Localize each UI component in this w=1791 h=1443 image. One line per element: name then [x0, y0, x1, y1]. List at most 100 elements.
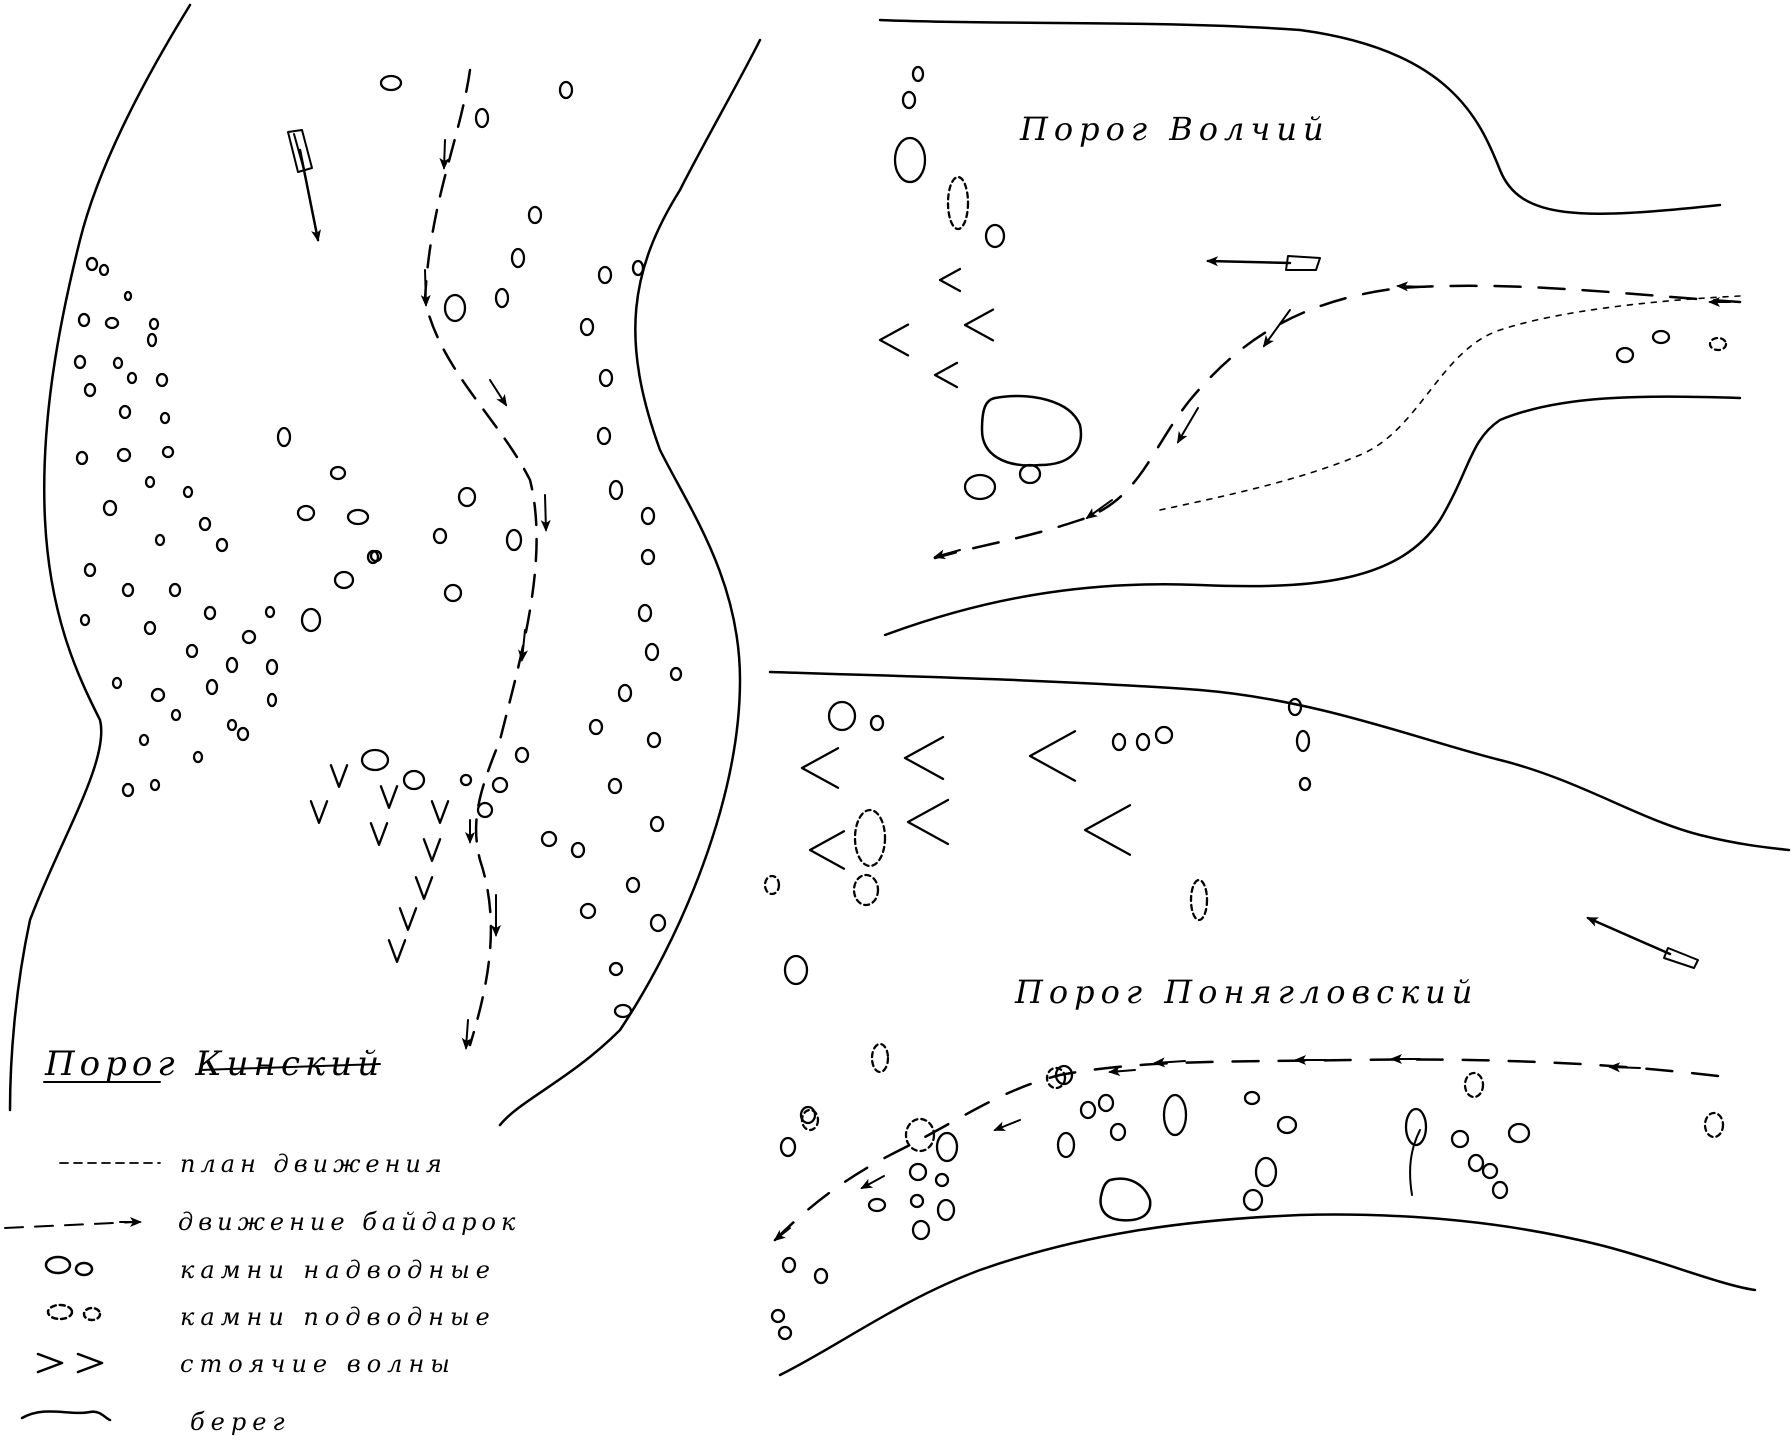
above-water-stone	[77, 312, 91, 328]
underwater-stone	[852, 873, 880, 907]
standing-wave-chevron	[933, 361, 959, 389]
above-water-stone	[770, 1308, 786, 1324]
above-water-stone	[1298, 776, 1312, 792]
above-water-stone	[360, 748, 390, 772]
above-water-stone	[205, 678, 219, 696]
legend-label-shore: берег	[190, 1408, 291, 1436]
above-water-stone	[869, 714, 885, 732]
underwater-stone	[763, 874, 781, 896]
above-water-stone	[963, 473, 997, 501]
above-water-stone	[121, 582, 135, 598]
shoreline-kinsky-left	[8, 3, 192, 1112]
above-water-stone	[1404, 1107, 1428, 1147]
above-water-stone	[203, 605, 217, 621]
kayak-route-ponyalovsky	[773, 1058, 1720, 1242]
above-water-stone	[637, 603, 653, 623]
above-water-stone	[241, 629, 257, 645]
standing-wave-chevron	[369, 822, 389, 846]
above-water-stone	[649, 913, 667, 933]
underwater-stone	[1463, 1071, 1485, 1099]
above-water-stone	[266, 692, 278, 708]
standing-wave-chevron	[379, 785, 399, 809]
above-water-stone	[154, 533, 166, 547]
above-water-stone	[608, 479, 624, 501]
standing-wave-chevron	[906, 798, 950, 846]
above-water-stone	[236, 726, 250, 742]
above-water-stone	[597, 265, 613, 285]
above-water-stone	[226, 718, 238, 732]
above-water-stone	[934, 1172, 950, 1188]
above-water-stone	[491, 776, 509, 794]
above-water-stone	[225, 656, 239, 674]
shoreline-volchiy-top	[878, 18, 1722, 215]
shoreline-kinsky-right	[498, 38, 762, 1127]
standing-waves-kinsky	[309, 764, 450, 963]
above-water-stone	[432, 527, 448, 545]
underwater-stone	[1045, 1066, 1067, 1090]
above-water-stone	[911, 65, 925, 83]
above-water-stone	[1018, 463, 1042, 485]
standing-wave-chevron	[422, 838, 442, 862]
underwater-stone	[800, 1108, 820, 1132]
standing-wave-chevron	[808, 830, 846, 870]
boulder-volchiy	[980, 394, 1083, 467]
above-water-stone	[1097, 1093, 1115, 1113]
wavy-line-icon	[20, 1410, 112, 1422]
above-water-stone	[112, 356, 124, 370]
above-water-stone	[443, 583, 463, 603]
above-water-stone	[779, 1136, 797, 1158]
above-water-stone	[781, 1256, 797, 1274]
above-water-stone	[783, 954, 809, 986]
underwater-stone	[1708, 336, 1728, 352]
above-water-stone	[148, 317, 160, 331]
above-water-stone	[474, 107, 490, 129]
above-water-stone	[149, 778, 161, 792]
above-water-stone	[150, 687, 166, 703]
above-water-stone	[170, 708, 182, 722]
above-water-stone	[73, 354, 87, 370]
kayak-route-volchiy	[933, 284, 1742, 560]
above-water-stone	[607, 777, 623, 795]
plan-route-volchiy	[1159, 295, 1741, 511]
above-water-stone	[296, 504, 316, 522]
standing-wave-chevron	[1028, 730, 1077, 782]
above-water-stone	[83, 562, 97, 578]
current-arrow-kinsky	[287, 129, 321, 242]
above-water-stone	[402, 769, 426, 791]
underwater-stone	[904, 1117, 936, 1153]
stones-kinsky	[73, 74, 683, 1019]
above-water-stone	[143, 620, 157, 636]
above-water-stone	[198, 516, 212, 532]
above-water-stone	[102, 499, 118, 517]
standing-wave-chevron	[329, 764, 349, 788]
above-water-stone	[505, 528, 523, 552]
above-water-stone	[192, 750, 204, 764]
above-water-stone	[631, 259, 645, 277]
shoreline-ponyalovsky-top	[768, 670, 1791, 852]
underwater-stone	[870, 1042, 890, 1074]
standing-wave-chevron	[903, 735, 945, 781]
above-water-stone	[909, 1193, 925, 1209]
above-water-stone	[276, 426, 292, 448]
above-water-stone	[104, 316, 120, 330]
above-water-stone	[1154, 725, 1174, 745]
above-water-stone	[1243, 1090, 1261, 1106]
standing-wave-chevron	[1083, 804, 1132, 856]
boulder-ponyalovsky	[1099, 1177, 1152, 1222]
above-water-stone	[329, 465, 347, 481]
above-water-stone	[625, 876, 641, 894]
above-water-stone	[1079, 1100, 1097, 1120]
above-water-stone	[161, 445, 175, 459]
above-water-stone	[608, 961, 624, 977]
standing-wave-chevron	[800, 747, 840, 789]
above-water-stone	[510, 247, 526, 269]
legend-item-underwater-stones: камни подводные	[46, 1303, 490, 1331]
standing-wave-chevron	[878, 323, 910, 357]
above-water-stone	[118, 404, 132, 420]
above-water-stone	[79, 613, 91, 627]
dashed-ovals-icon	[46, 1303, 102, 1322]
shoreline-ponyalovsky-bottom	[778, 1213, 1757, 1377]
legend-label-above-water: камни надводные	[180, 1256, 496, 1284]
stones-ponyalovsky	[763, 697, 1725, 1341]
